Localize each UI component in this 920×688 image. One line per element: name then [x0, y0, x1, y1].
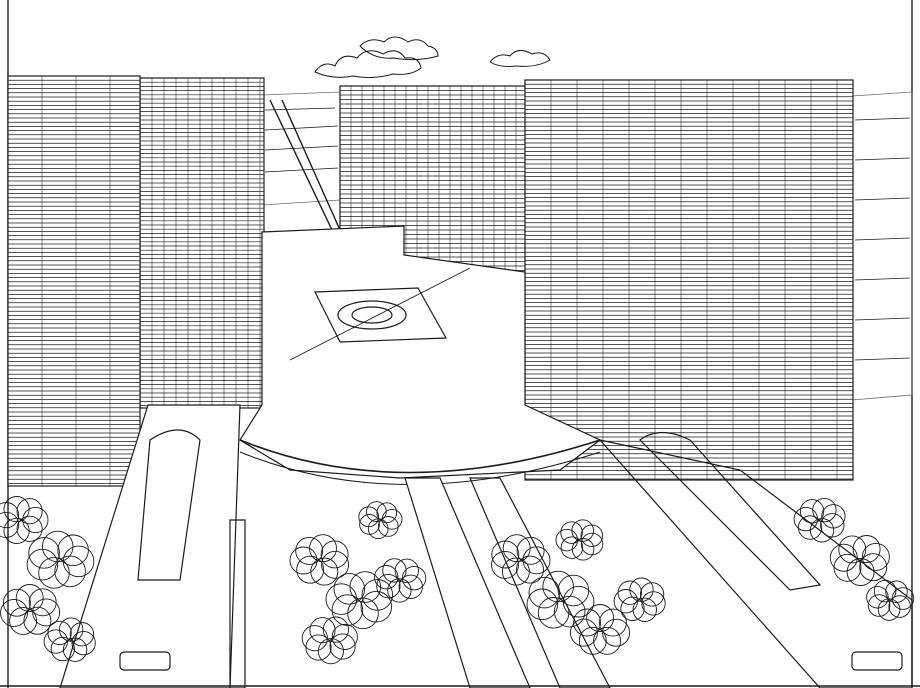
background-city	[261, 91, 913, 401]
clouds	[314, 36, 551, 79]
tower-right	[524, 79, 854, 481]
plaza	[239, 225, 602, 485]
tower-left	[7, 75, 141, 487]
helipad	[289, 267, 471, 361]
trees	[0, 496, 915, 665]
tower-left-back	[139, 77, 265, 409]
boulevards	[59, 404, 913, 688]
